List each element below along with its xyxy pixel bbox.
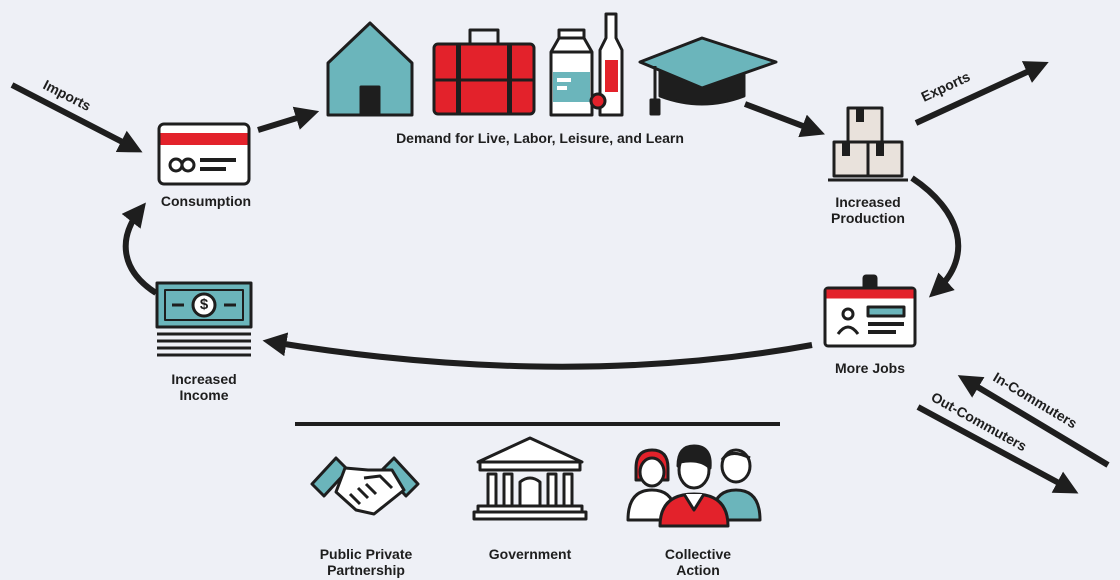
income-to-consumption-arrow bbox=[121, 202, 158, 296]
consumption-to-demand-arrow bbox=[257, 106, 320, 133]
production-label-line2: Production bbox=[831, 210, 905, 226]
production-label-line1: Increased bbox=[835, 194, 901, 210]
credit-card-icon bbox=[157, 122, 251, 186]
collective-label: Collective Action bbox=[628, 546, 768, 578]
jobs-to-income-arrow bbox=[262, 332, 813, 370]
in-commuters-arrow bbox=[957, 375, 1110, 468]
money-icon bbox=[155, 281, 253, 357]
collective-label-line2: Action bbox=[676, 562, 720, 578]
income-label: Increased Income bbox=[134, 371, 274, 403]
collective-label-line1: Collective bbox=[664, 546, 732, 562]
ppp-label-line1: Public Private bbox=[319, 546, 413, 562]
out-commuters-arrow bbox=[916, 404, 1079, 494]
demand-to-production-arrow bbox=[743, 101, 825, 138]
groceries-icon bbox=[549, 12, 624, 117]
ppp-label: Public Private Partnership bbox=[296, 546, 436, 578]
people-group-icon bbox=[626, 444, 762, 528]
id-badge-icon bbox=[823, 274, 917, 348]
dollar-symbol: $ bbox=[199, 296, 209, 313]
government-building-icon bbox=[472, 436, 588, 521]
consumption-label: Consumption bbox=[160, 193, 252, 209]
briefcase-icon bbox=[432, 28, 536, 116]
boxes-icon bbox=[828, 106, 908, 182]
jobs-label: More Jobs bbox=[834, 360, 905, 376]
imports-label: Imports bbox=[41, 76, 94, 114]
house-icon bbox=[326, 21, 414, 117]
income-label-line2: Income bbox=[179, 387, 229, 403]
production-label: Increased Production bbox=[798, 194, 938, 226]
flow-arrows bbox=[10, 61, 1110, 494]
exports-arrow bbox=[914, 61, 1049, 126]
imports-arrow bbox=[10, 82, 143, 153]
income-label-line1: Increased bbox=[171, 371, 237, 387]
government-label: Government bbox=[488, 546, 572, 562]
demand-label: Demand for Live, Labor, Leisure, and Lea… bbox=[396, 130, 684, 146]
handshake-icon bbox=[310, 456, 420, 516]
graduation-cap-icon bbox=[638, 36, 778, 116]
ppp-label-line2: Partnership bbox=[327, 562, 405, 578]
production-to-jobs-arrow bbox=[910, 175, 962, 298]
